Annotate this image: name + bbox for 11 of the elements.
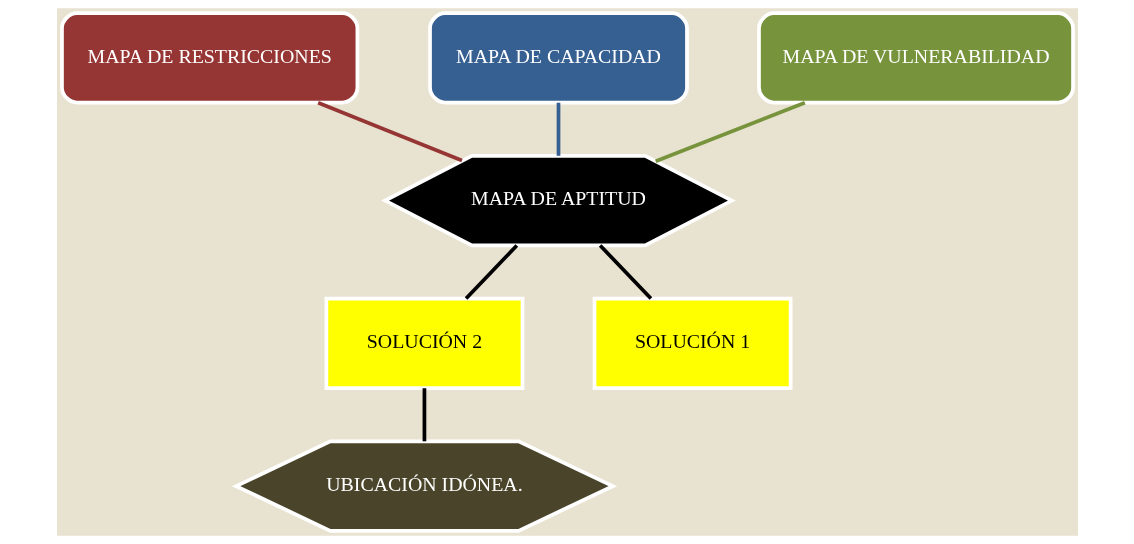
- connector: [654, 101, 805, 163]
- connector: [464, 244, 518, 300]
- connector: [598, 244, 652, 300]
- connector: [422, 388, 426, 442]
- connector: [316, 101, 463, 163]
- node-box: SOLUCIÓN 1: [592, 296, 792, 390]
- node-box: SOLUCIÓN 2: [324, 296, 524, 390]
- node-box: MAPA DE CAPACIDAD: [427, 11, 689, 105]
- node-box: MAPA DE VULNERABILIDAD: [756, 11, 1075, 105]
- node-box: MAPA DE RESTRICCIONES: [59, 11, 359, 105]
- connector: [556, 102, 560, 156]
